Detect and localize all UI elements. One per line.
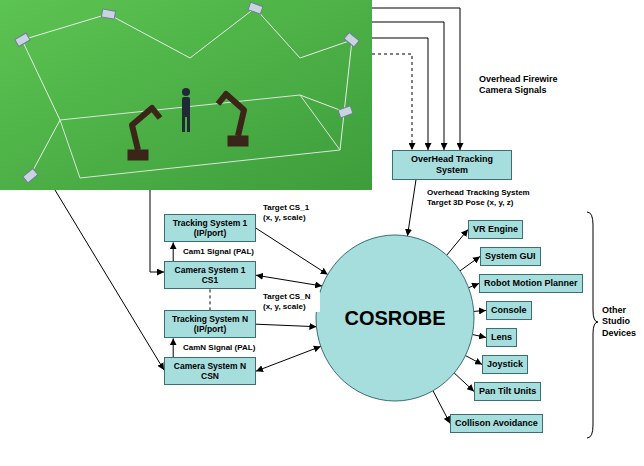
- ellipse-shape: [316, 235, 474, 401]
- node-text: Pan Tilt Units: [479, 386, 536, 397]
- node-text: Tracking System N (IP/port): [169, 314, 251, 334]
- core-ellipse: COSROBE: [315, 234, 475, 402]
- signal-arrow: [447, 229, 468, 255]
- device-box: Console: [486, 301, 532, 320]
- camera-system-box: Camera System 1 CS1: [164, 261, 256, 289]
- node-text: Joystick: [487, 359, 523, 370]
- signal-arrow: [433, 391, 450, 424]
- device-box: VR Engine: [468, 220, 523, 239]
- edge-label: Overhead Tracking System Target 3D Pose …: [426, 188, 546, 208]
- edge-label: CamN Signal (PAL): [182, 343, 256, 353]
- node-text: Camera System N CSN: [169, 361, 251, 381]
- device-box: Joystick: [482, 355, 528, 374]
- signal-arrow: [472, 335, 486, 338]
- node-text: OverHead Tracking System: [397, 154, 507, 176]
- node-text: VR Engine: [473, 224, 518, 235]
- signal-arrow: [460, 256, 480, 270]
- signal-arrow: [173, 242, 174, 261]
- signal-label: Overhead Firewire Camera Signals: [478, 74, 575, 97]
- device-box: System GUI: [480, 247, 541, 266]
- edge-label: Target CS_1 (x, y, scale): [262, 203, 320, 223]
- node-text: System GUI: [485, 251, 536, 262]
- signal-arrow: [256, 346, 321, 371]
- signal-arrow: [256, 324, 316, 327]
- node-text: Robot Motion Planner: [484, 278, 578, 289]
- signal-arrow: [256, 228, 328, 274]
- device-box: Lens: [486, 328, 517, 347]
- signal-arrow: [454, 373, 474, 391]
- edge-label: Cam1 Signal (PAL): [182, 247, 255, 257]
- signal-arrow: [407, 180, 416, 236]
- overhead-camera: [15, 2, 359, 183]
- signal-arrow: [465, 356, 482, 365]
- green-screen-studio: [0, 0, 372, 190]
- robot-arm: [128, 94, 248, 160]
- device-box: Pan Tilt Units: [474, 382, 541, 401]
- signal-arrow: [173, 338, 174, 357]
- node-text: Tracking System 1 (IP/port): [169, 218, 251, 238]
- person-figure: [182, 88, 190, 132]
- node-text: Collison Avoidance: [455, 418, 538, 429]
- signal-arrow: [210, 289, 211, 310]
- camera-rigging: [22, 8, 352, 178]
- node-text: Lens: [491, 332, 512, 343]
- tracking-system-box: Tracking System 1 (IP/port): [164, 214, 256, 242]
- devices-brace: [587, 212, 598, 438]
- node-text: Console: [491, 305, 527, 316]
- camera-signal-wire: [55, 8, 460, 370]
- device-box: Robot Motion Planner: [479, 274, 583, 293]
- signal-arrow: [474, 310, 486, 311]
- edge-label: Target CS_N (x, y, scale): [262, 292, 320, 312]
- node-text: Camera System 1 CS1: [169, 265, 251, 285]
- group-label: Other Studio Devices: [601, 305, 644, 339]
- signal-arrow: [256, 275, 322, 286]
- camera-system-box: Camera System N CSN: [164, 357, 256, 385]
- tracking-system-box: Tracking System N (IP/port): [164, 310, 256, 338]
- node-text: COSROBE: [344, 307, 445, 330]
- device-box: Collison Avoidance: [450, 414, 543, 433]
- signal-arrow: [469, 283, 479, 287]
- tracking-system-box: OverHead Tracking System: [392, 150, 512, 180]
